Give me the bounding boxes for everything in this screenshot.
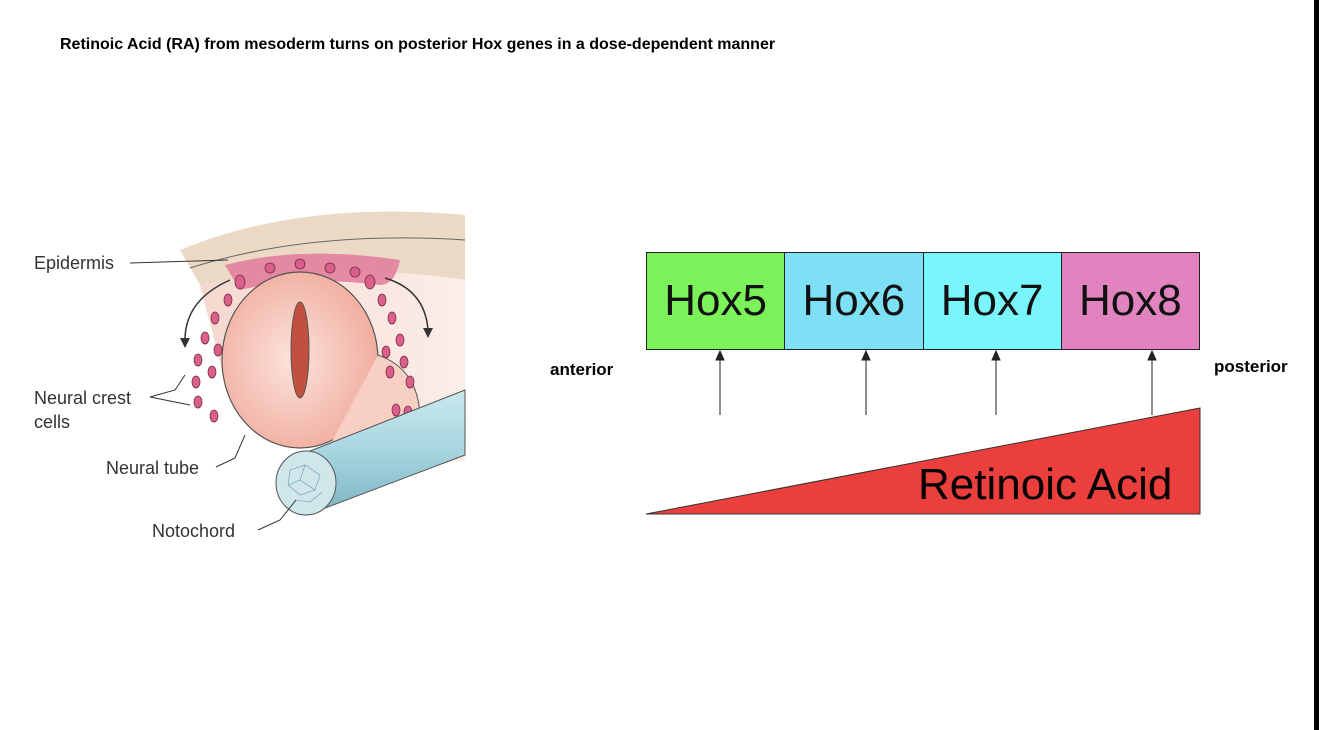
- hox-gene-row: Hox5 Hox6 Hox7 Hox8: [646, 252, 1200, 350]
- label-neural-crest-line1: Neural crest: [34, 388, 132, 408]
- posterior-label: posterior: [1214, 357, 1288, 376]
- activation-arrowhead-3: [991, 349, 1001, 361]
- activation-arrowhead-2: [861, 349, 871, 361]
- retinoic-acid-label: Retinoic Acid: [918, 460, 1173, 509]
- hox-box-4: Hox8: [1061, 253, 1199, 349]
- activation-arrowhead-4: [1147, 349, 1157, 361]
- label-epidermis: Epidermis: [34, 253, 115, 273]
- activation-arrowhead-1: [715, 349, 725, 361]
- retinoic-acid-gradient-wedge: [645, 407, 1201, 515]
- hox-box-2: Hox6: [785, 253, 924, 349]
- hox-box-3: Hox7: [923, 253, 1062, 349]
- neural-crest-illustration: [129, 211, 466, 531]
- right-edge-rule: [1314, 0, 1319, 730]
- hox-box-1: Hox5: [647, 253, 786, 349]
- label-neural-crest-line2: cells: [34, 412, 71, 432]
- page-title: Retinoic Acid (RA) from mesoderm turns o…: [60, 36, 776, 53]
- label-neural-tube: Neural tube: [106, 458, 200, 478]
- label-notochord: Notochord: [152, 521, 236, 541]
- anterior-label: anterior: [550, 360, 614, 379]
